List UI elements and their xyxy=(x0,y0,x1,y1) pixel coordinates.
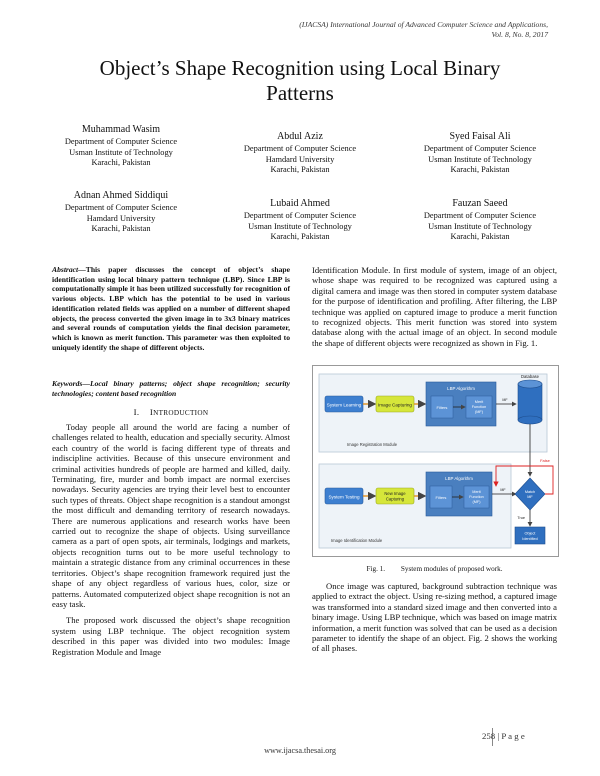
author-inst: Hamdard University xyxy=(265,154,335,164)
journal-header: (IJACSA) International Journal of Advanc… xyxy=(128,20,548,40)
author-city: Karachi, Pakistan xyxy=(270,165,330,175)
abstract: Abstract—This paper discusses the concep… xyxy=(52,265,290,352)
section-heading: I. INTRODUCTION xyxy=(52,407,290,417)
author-name: Muhammad Wasim xyxy=(81,124,161,135)
match-label-2: MF xyxy=(527,495,533,499)
merit-label-1b: Function xyxy=(472,405,487,409)
paragraph: Once image was captured, background subt… xyxy=(312,581,557,654)
paragraph: The proposed work discussed the object’s… xyxy=(52,615,290,657)
author-dept: Department of Computer Science xyxy=(64,137,178,146)
page-number-divider xyxy=(492,728,493,746)
registration-module-label: Image Registration Module xyxy=(347,442,398,447)
identification-module-label: Image Identification Module xyxy=(331,538,383,543)
title-line-2: Patterns xyxy=(266,81,334,105)
match-mf-diamond xyxy=(514,477,546,511)
lbp-algorithm-label-1: LBP Algorithm xyxy=(447,386,475,391)
database-label: Database xyxy=(521,374,540,379)
merit-label-1a: Merit xyxy=(475,400,484,404)
author-block: Lubaid Ahmed Department of Computer Scie… xyxy=(205,197,395,243)
author-block: Abdul Aziz Department of Computer Scienc… xyxy=(205,130,395,176)
section-title-first: I xyxy=(149,407,154,417)
abstract-text: —This paper discusses the concept of obj… xyxy=(52,265,290,352)
merit-label-1c: (MF) xyxy=(475,410,484,414)
author-dept: Department of Computer Science xyxy=(243,144,357,153)
author-dept: Department of Computer Science xyxy=(423,211,537,220)
author-city: Karachi, Pakistan xyxy=(450,165,510,175)
mf-label-1: MF xyxy=(502,398,508,402)
system-testing-label: System Testing xyxy=(328,495,360,500)
author-inst: Usman Institute of Technology xyxy=(428,221,532,231)
author-block: Muhammad Wasim Department of Computer Sc… xyxy=(26,123,216,169)
author-city: Karachi, Pakistan xyxy=(91,158,151,168)
merit-label-2b: Function xyxy=(469,495,484,499)
author-name: Fauzan Saeed xyxy=(452,198,508,209)
author-name: Adnan Ahmed Siddiqui xyxy=(73,190,169,201)
merit-function-box-2 xyxy=(463,485,490,509)
object-label-2: Identified xyxy=(522,537,537,541)
author-name: Syed Faisal Ali xyxy=(449,131,511,142)
merit-label-2c: (MF) xyxy=(472,500,481,504)
false-loop-arrow xyxy=(493,465,554,495)
paper-title: Object’s Shape Recognition using Local B… xyxy=(40,56,560,106)
author-dept: Department of Computer Science xyxy=(64,203,178,212)
journal-line-1: (IJACSA) International Journal of Advanc… xyxy=(299,20,548,29)
right-column-top: Identification Module. In first module o… xyxy=(312,265,557,348)
author-block: Syed Faisal Ali Department of Computer S… xyxy=(385,130,575,176)
mf-label-2: MF xyxy=(500,488,506,492)
author-city: Karachi, Pakistan xyxy=(270,232,330,242)
merit-label-2a: Merit xyxy=(472,490,481,494)
lbp-algorithm-label-2: LBP Algorithm xyxy=(445,476,473,481)
author-inst: Usman Institute of Technology xyxy=(69,147,173,157)
true-label: True xyxy=(517,516,525,520)
figure-caption-number: Fig. 1. xyxy=(366,565,386,573)
system-modules-diagram: System Learning Image Capturing LBP Algo… xyxy=(318,373,554,549)
keywords: Keywords—Local binary patterns; object s… xyxy=(52,379,290,398)
author-inst: Usman Institute of Technology xyxy=(428,154,532,164)
author-block: Fauzan Saeed Department of Computer Scie… xyxy=(385,197,575,243)
section-title-rest: NTRODUCTION xyxy=(153,409,209,417)
author-city: Karachi, Pakistan xyxy=(450,232,510,242)
filters-label-1: Filters xyxy=(437,405,448,410)
author-dept: Department of Computer Science xyxy=(243,211,357,220)
footer-url: www.ijacsa.thesai.org xyxy=(264,746,336,755)
author-inst: Hamdard University xyxy=(86,213,156,223)
author-name: Abdul Aziz xyxy=(277,131,323,142)
figure-diagram: System Learning Image Capturing LBP Algo… xyxy=(312,365,559,557)
figure-caption-text: System modules of proposed work. xyxy=(400,565,503,573)
author-dept: Department of Computer Science xyxy=(423,144,537,153)
image-capturing-label: Image Capturing xyxy=(378,403,412,408)
system-learning-label: System Learning xyxy=(327,403,362,408)
database-cylinder xyxy=(517,379,543,425)
object-identified-box xyxy=(514,526,546,545)
left-column-body: Today people all around the world are fa… xyxy=(52,422,290,657)
figure-caption: Fig. 1. System modules of proposed work. xyxy=(312,565,557,573)
author-inst: Usman Institute of Technology xyxy=(248,221,352,231)
author-city: Karachi, Pakistan xyxy=(91,224,151,234)
paragraph: Identification Module. In first module o… xyxy=(312,265,557,348)
abstract-lead: Abstract xyxy=(52,265,79,274)
new-image-label-2: Capturing xyxy=(386,497,405,502)
match-label-1: Match xyxy=(525,490,535,494)
object-label-1: Object xyxy=(525,532,537,536)
new-image-label-1: New Image xyxy=(384,491,406,496)
paragraph: Today people all around the world are fa… xyxy=(52,422,290,609)
false-label: False xyxy=(540,458,551,463)
title-line-1: Object’s Shape Recognition using Local B… xyxy=(99,56,501,80)
right-column-bottom: Once image was captured, background subt… xyxy=(312,581,557,654)
filters-label-2: Filters xyxy=(436,495,447,500)
author-block: Adnan Ahmed Siddiqui Department of Compu… xyxy=(26,189,216,235)
merit-function-box-1 xyxy=(465,395,493,419)
section-number: I. xyxy=(133,407,140,417)
journal-line-2: Vol. 8, No. 8, 2017 xyxy=(491,30,548,39)
page-number: 258 | P a g e xyxy=(482,731,525,741)
author-name: Lubaid Ahmed xyxy=(270,198,330,209)
